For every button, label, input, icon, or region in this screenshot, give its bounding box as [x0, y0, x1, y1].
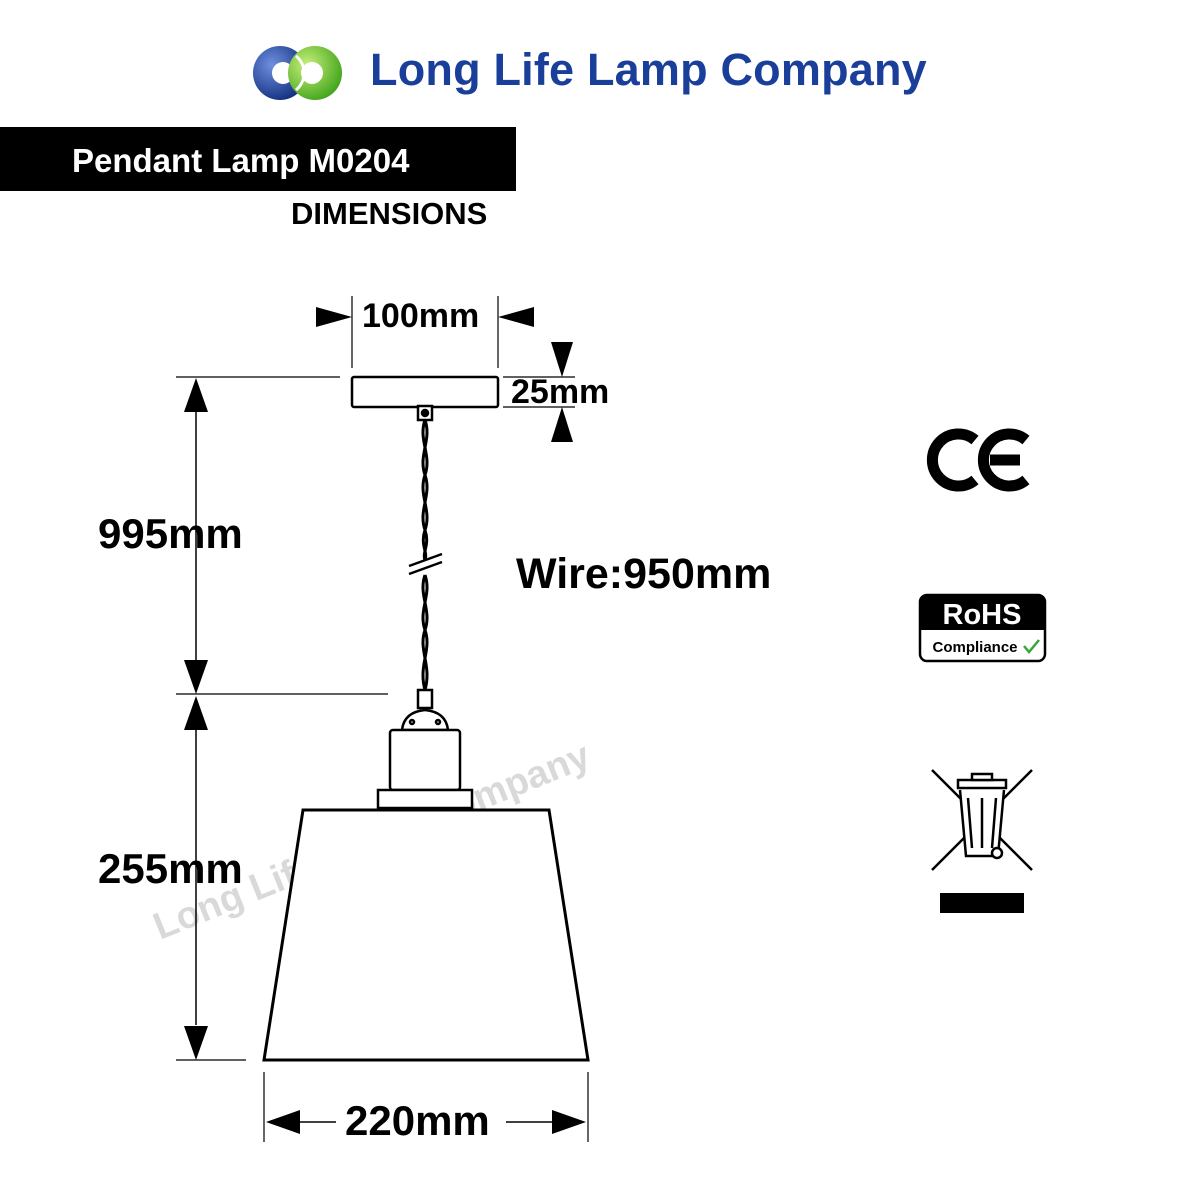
canopy-height-dimension	[551, 342, 573, 442]
suspension-length-label: 995mm	[98, 510, 243, 557]
shade-width-dimension	[266, 1110, 586, 1134]
checkmark-icon	[1023, 639, 1040, 654]
canopy-width-label: 100mm	[362, 297, 480, 335]
crossed-out-wheelie-bin-icon	[931, 769, 1033, 871]
section-title: DIMENSIONS	[291, 196, 488, 231]
shade-height-dimension	[184, 696, 208, 1060]
suspension-dimension	[184, 378, 208, 694]
lamp-socket	[376, 688, 474, 810]
shade-width-label: 220mm	[345, 1097, 490, 1144]
weee-underline-bar	[940, 893, 1024, 913]
rohs-title: RoHS	[943, 599, 1022, 631]
product-title: Pendant Lamp M0204	[72, 142, 410, 179]
interlocking-rings-logo-icon	[253, 46, 342, 100]
title-bar	[0, 127, 516, 191]
wire-break-mark	[408, 552, 443, 576]
lamp-shade	[262, 808, 590, 1062]
extension-lines	[176, 296, 589, 1142]
wire-length-label: Wire:950mm	[516, 550, 772, 598]
canopy-width-dimension	[316, 307, 534, 327]
canopy	[350, 375, 500, 422]
company-logo	[252, 44, 344, 102]
company-name: Long Life Lamp Company	[370, 44, 927, 95]
rohs-badge: RoHS Compliance	[918, 593, 1047, 663]
rohs-subtitle: Compliance	[932, 639, 1017, 656]
twisted-wire	[421, 419, 429, 691]
ce-mark-icon	[926, 428, 1030, 492]
shade-height-label: 255mm	[98, 845, 243, 892]
canopy-height-label: 25mm	[511, 373, 610, 411]
